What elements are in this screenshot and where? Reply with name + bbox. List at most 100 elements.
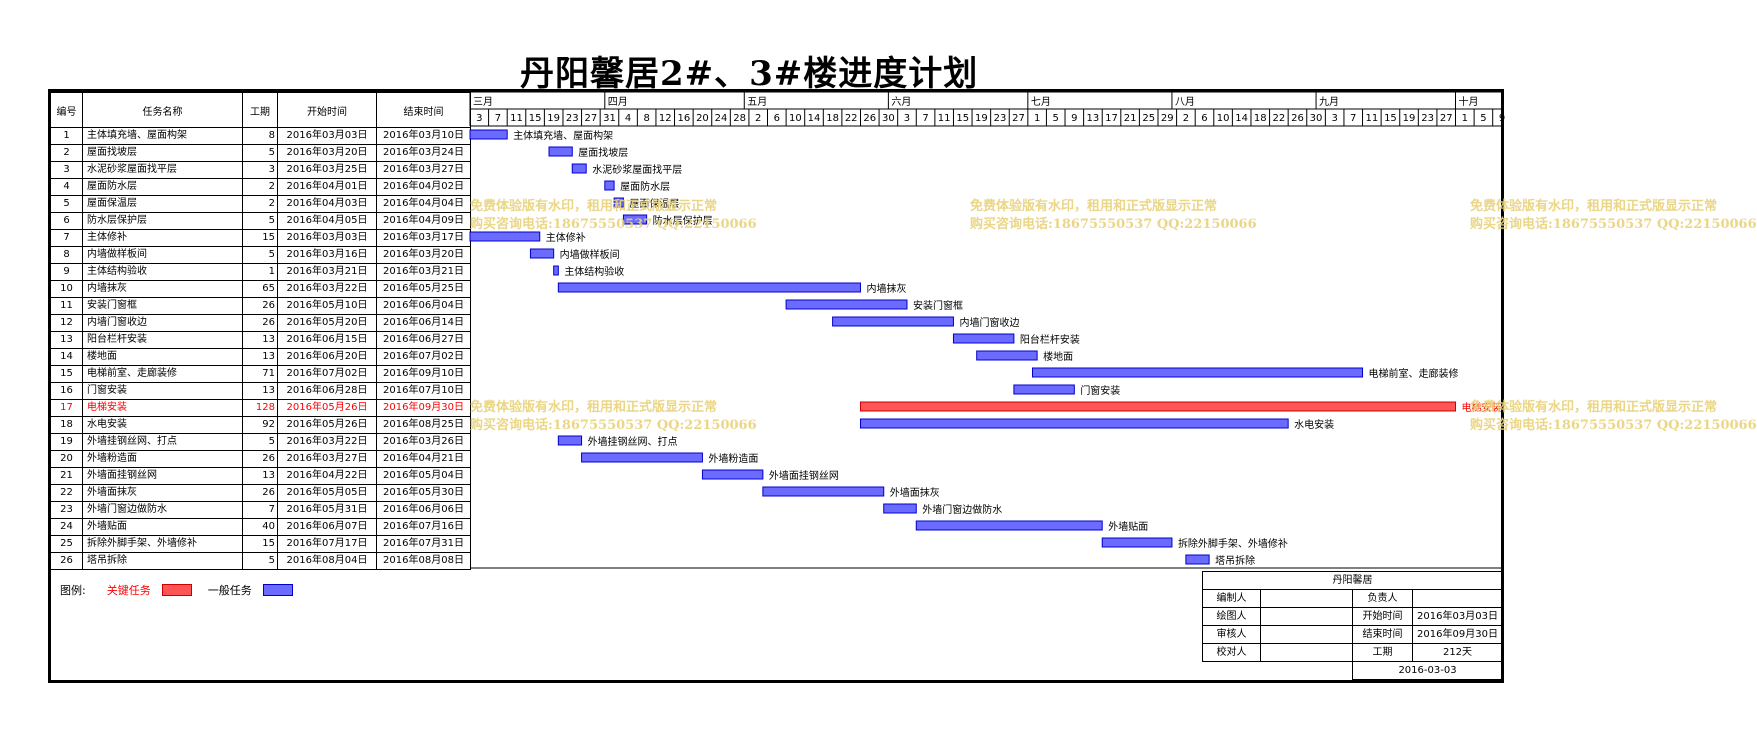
header-duration: 工期 bbox=[242, 92, 278, 128]
task-duration: 1 bbox=[242, 263, 278, 281]
header-end: 结束时间 bbox=[376, 92, 471, 128]
task-name: 塔吊拆除 bbox=[82, 552, 243, 570]
task-no: 13 bbox=[50, 331, 83, 349]
task-bar-label: 屋面保温层 bbox=[629, 197, 679, 210]
task-no: 4 bbox=[50, 178, 83, 196]
day-label: 10 bbox=[789, 113, 802, 124]
day-label: 22 bbox=[845, 113, 858, 124]
task-no: 8 bbox=[50, 246, 83, 264]
task-no: 15 bbox=[50, 365, 83, 383]
day-label: 11 bbox=[1365, 113, 1378, 124]
legend-critical-label: 关键任务 bbox=[106, 584, 151, 597]
task-name: 内墙抹灰 bbox=[82, 280, 243, 298]
legend-label: 图例: bbox=[60, 584, 86, 597]
day-label: 19 bbox=[975, 113, 988, 124]
task-end: 2016年03月20日 bbox=[376, 246, 471, 264]
day-label: 5 bbox=[1480, 113, 1486, 124]
task-no: 21 bbox=[50, 467, 83, 485]
day-label: 15 bbox=[956, 113, 969, 124]
task-start: 2016年05月20日 bbox=[277, 314, 377, 332]
day-label: 27 bbox=[1440, 113, 1453, 124]
month-label: 四月 bbox=[608, 96, 628, 108]
task-bar-label: 外墙贴面 bbox=[1108, 520, 1148, 533]
month-label: 十月 bbox=[1459, 95, 1479, 108]
task-end: 2016年03月17日 bbox=[376, 229, 471, 247]
day-label: 1 bbox=[1034, 113, 1040, 124]
legend-normal-swatch bbox=[263, 584, 294, 596]
task-bar-label: 塔吊拆除 bbox=[1215, 554, 1255, 567]
day-label: 20 bbox=[696, 113, 709, 124]
task-duration: 2 bbox=[242, 195, 278, 213]
task-bar-label: 外墙挂钢丝网、打点 bbox=[588, 435, 678, 448]
day-label: 26 bbox=[1291, 113, 1304, 124]
task-duration: 15 bbox=[242, 229, 278, 247]
task-start: 2016年06月20日 bbox=[277, 348, 377, 366]
task-end: 2016年03月26日 bbox=[376, 433, 471, 451]
task-start: 2016年03月27日 bbox=[277, 450, 377, 468]
month-label: 三月 bbox=[473, 96, 493, 108]
task-end: 2016年03月10日 bbox=[376, 127, 471, 145]
info-value bbox=[1260, 589, 1353, 608]
task-no: 3 bbox=[50, 161, 83, 179]
day-label: 7 bbox=[922, 113, 928, 124]
task-name: 门窗安装 bbox=[82, 382, 243, 400]
task-duration: 13 bbox=[242, 348, 278, 366]
task-duration: 65 bbox=[242, 280, 278, 298]
task-start: 2016年05月26日 bbox=[277, 399, 377, 417]
task-duration: 71 bbox=[242, 365, 278, 383]
task-end: 2016年08月25日 bbox=[376, 416, 471, 434]
day-label: 3 bbox=[476, 113, 482, 124]
task-bar-label: 电梯安装 bbox=[1462, 401, 1502, 414]
task-start: 2016年04月05日 bbox=[277, 212, 377, 230]
task-bar bbox=[762, 486, 885, 497]
task-bar-label: 水电安装 bbox=[1294, 418, 1334, 431]
task-no: 14 bbox=[50, 348, 83, 366]
watermark-line: 购买咨询电话:18675550537 QQ:22150066 bbox=[1470, 217, 1757, 232]
task-start: 2016年07月17日 bbox=[277, 535, 377, 553]
task-name: 安装门窗框 bbox=[82, 297, 243, 315]
task-duration: 5 bbox=[242, 212, 278, 230]
task-bar-label: 内墙抹灰 bbox=[866, 282, 906, 295]
day-label: 8 bbox=[643, 113, 649, 124]
watermark-line: 购买咨询电话:18675550537 QQ:22150066 bbox=[1470, 418, 1757, 433]
day-label: 1 bbox=[1462, 113, 1468, 124]
task-name: 拆除外脚手架、外墙修补 bbox=[82, 535, 243, 553]
day-label: 25 bbox=[1142, 113, 1155, 124]
task-no: 20 bbox=[50, 450, 83, 468]
task-bar bbox=[553, 265, 559, 276]
task-duration: 8 bbox=[242, 127, 278, 145]
task-duration: 92 bbox=[242, 416, 278, 434]
day-label: 18 bbox=[826, 113, 839, 124]
task-duration: 13 bbox=[242, 467, 278, 485]
task-start: 2016年03月03日 bbox=[277, 127, 377, 145]
day-label: 9 bbox=[1071, 113, 1077, 124]
task-bar bbox=[604, 180, 615, 191]
task-end: 2016年07月16日 bbox=[376, 518, 471, 536]
task-end: 2016年04月04日 bbox=[376, 195, 471, 213]
task-no: 18 bbox=[50, 416, 83, 434]
task-bar bbox=[883, 503, 917, 514]
task-duration: 40 bbox=[242, 518, 278, 536]
task-bar-label: 水泥砂浆屋面找平层 bbox=[592, 163, 682, 176]
info-value bbox=[1412, 589, 1503, 608]
task-start: 2016年03月21日 bbox=[277, 263, 377, 281]
task-end: 2016年04月09日 bbox=[376, 212, 471, 230]
info-date: 2016-03-03 bbox=[1352, 661, 1503, 680]
day-label: 14 bbox=[1235, 113, 1248, 124]
month-label: 六月 bbox=[891, 96, 911, 108]
info-value bbox=[1260, 625, 1353, 644]
task-no: 10 bbox=[50, 280, 83, 298]
task-bar bbox=[976, 350, 1038, 361]
task-no: 25 bbox=[50, 535, 83, 553]
info-label: 绘图人 bbox=[1202, 607, 1261, 626]
